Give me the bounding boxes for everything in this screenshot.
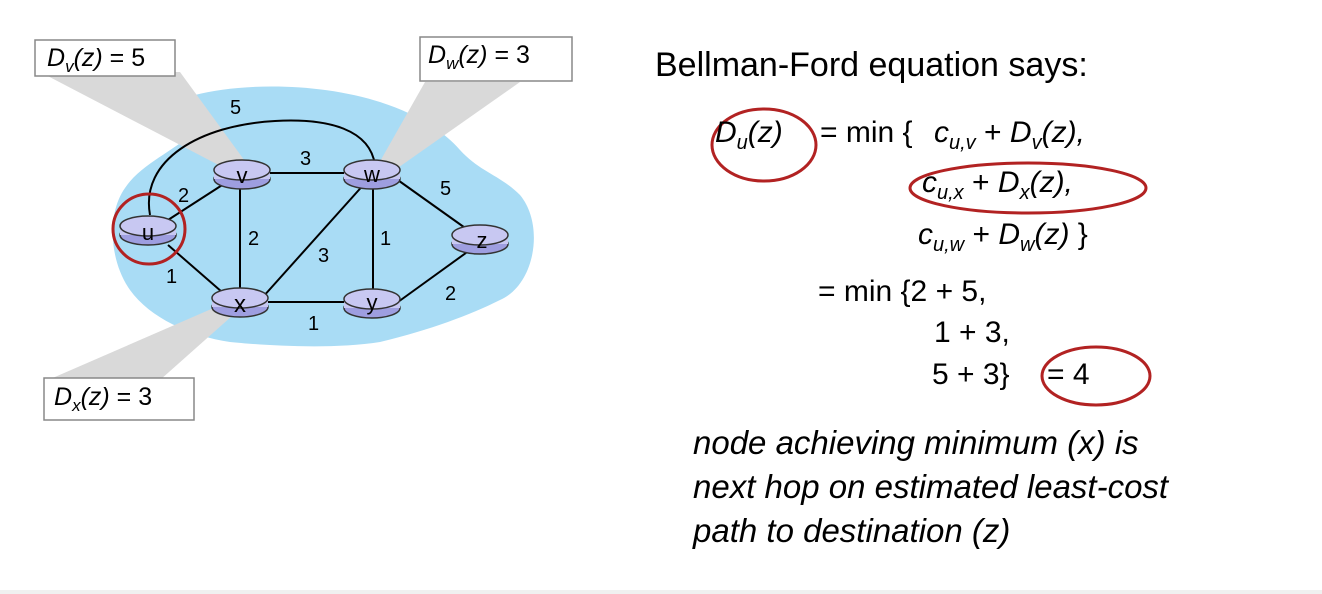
router-label-w: w [363, 162, 380, 187]
link-u-w [147, 119, 376, 216]
cost-y-z: 2 [445, 283, 456, 305]
equation-numeric-line-2: 1 + 3, [934, 316, 1010, 349]
equation-term-ux: cu,x + Dx(z), [922, 166, 1073, 204]
callout-pointer-dx [48, 300, 250, 380]
callout-pointer-dv [40, 72, 250, 172]
router-y: y [343, 288, 401, 319]
callout-box-dv [34, 39, 176, 77]
cost-u-w: 5 [230, 97, 241, 119]
highlight-circle-result [1040, 345, 1152, 407]
link-y-z [397, 249, 471, 303]
equation-result: = 4 [1047, 358, 1090, 391]
router-u: u [119, 215, 177, 246]
callout-box-dw [419, 36, 573, 82]
link-u-v [167, 179, 231, 221]
router-label-v: v [237, 163, 248, 188]
highlight-circle-cux-term [908, 161, 1148, 215]
cost-v-x: 2 [248, 228, 259, 250]
router-label-u: u [142, 220, 154, 245]
equation-min-open: = min { [820, 116, 913, 149]
router-label-z: z [477, 228, 488, 253]
router-w: w [343, 159, 401, 190]
cost-x-w: 3 [318, 245, 329, 267]
router-z: z [451, 224, 509, 255]
bottom-divider [0, 590, 1322, 594]
callout-box-dx [43, 377, 195, 421]
router-label-x: x [234, 291, 246, 318]
link-w-z [394, 177, 469, 231]
router-v: v [213, 159, 271, 190]
router-label-y: y [367, 290, 378, 315]
equation-title: Bellman-Ford equation says: [655, 46, 1088, 84]
callout-pointer-dw [374, 82, 520, 172]
equation-term-uw: cu,w + Dw(z) } [918, 218, 1088, 256]
highlight-circle-du [710, 107, 818, 183]
equation-term-uv: cu,v + Dv(z), [934, 116, 1085, 154]
router-x: x [211, 287, 269, 318]
link-x-w [261, 181, 367, 299]
equation-numeric-line-1: = min {2 + 5, [818, 275, 987, 308]
cost-v-w: 3 [300, 148, 311, 170]
cost-u-v: 2 [178, 185, 189, 207]
highlight-circle-node-u [111, 192, 187, 266]
note-line-2: next hop on estimated least-cost [693, 468, 1169, 505]
cost-w-z: 5 [440, 178, 451, 200]
callout-dx-text: Dx(z) = 3 [54, 383, 152, 415]
equation-lhs: Du(z) [715, 116, 783, 154]
note-line-1: node achieving minimum (x) is [693, 424, 1139, 461]
cost-x-y: 1 [308, 313, 319, 335]
callout-dv-text: Dv(z) = 5 [47, 44, 145, 76]
cost-w-y: 1 [380, 228, 391, 250]
note-line-3: path to destination (z) [693, 512, 1011, 549]
callout-dw-text: Dw(z) = 3 [428, 41, 530, 73]
cost-u-x: 1 [166, 266, 177, 288]
equation-numeric-line-3: 5 + 3} [932, 358, 1010, 391]
